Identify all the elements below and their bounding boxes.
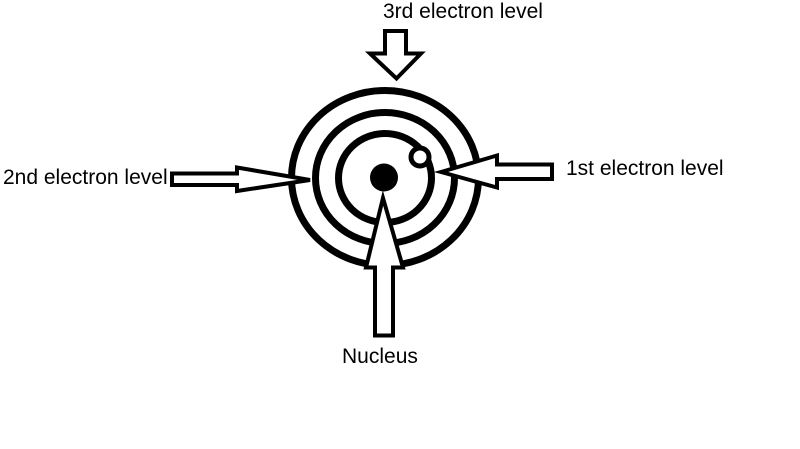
pointer-arrows	[170, 29, 554, 338]
arrow-up-nucleus-icon	[363, 190, 406, 338]
electron-dot	[408, 145, 432, 169]
arrow-down-3rd-level-icon	[364, 29, 426, 82]
label-2nd-electron-level: 2nd electron level	[3, 166, 168, 189]
label-1st-electron-level: 1st electron level	[566, 157, 724, 180]
arrow-left-1st-level-icon	[433, 152, 554, 191]
nucleus-dot	[370, 163, 398, 192]
label-nucleus: Nucleus	[342, 345, 418, 368]
label-3rd-electron-level: 3rd electron level	[383, 0, 543, 23]
arrow-right-2nd-level-icon	[170, 165, 311, 194]
